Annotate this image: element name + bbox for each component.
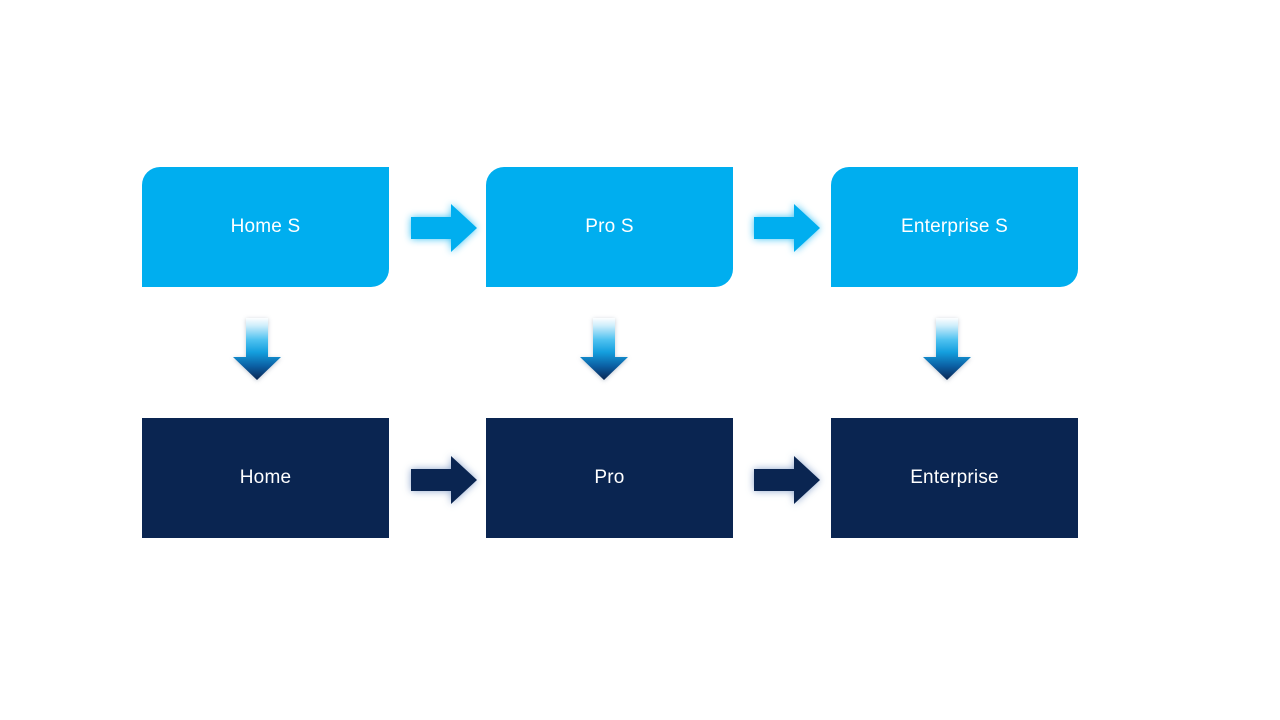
flow-box-home: Home <box>142 418 389 538</box>
flow-box-pro-s: Pro S <box>486 167 733 287</box>
flow-box-label: Enterprise <box>910 467 999 488</box>
right-arrow-icon <box>411 456 477 504</box>
flow-box-label: Home S <box>230 216 301 237</box>
flow-box-label: Pro <box>594 467 625 488</box>
right-arrow-icon <box>411 204 477 252</box>
flow-box-label: Enterprise S <box>901 216 1008 237</box>
flow-box-label: Pro S <box>585 216 634 237</box>
right-arrow-icon <box>754 204 820 252</box>
down-arrow-icon <box>580 318 628 380</box>
down-arrow-icon <box>233 318 281 380</box>
flow-box-pro: Pro <box>486 418 733 538</box>
down-arrow-icon <box>923 318 971 380</box>
flow-box-enterprise: Enterprise <box>831 418 1078 538</box>
right-arrow-icon <box>754 456 820 504</box>
flow-box-enterprise-s: Enterprise S <box>831 167 1078 287</box>
flow-box-home-s: Home S <box>142 167 389 287</box>
flow-box-label: Home <box>239 467 292 488</box>
